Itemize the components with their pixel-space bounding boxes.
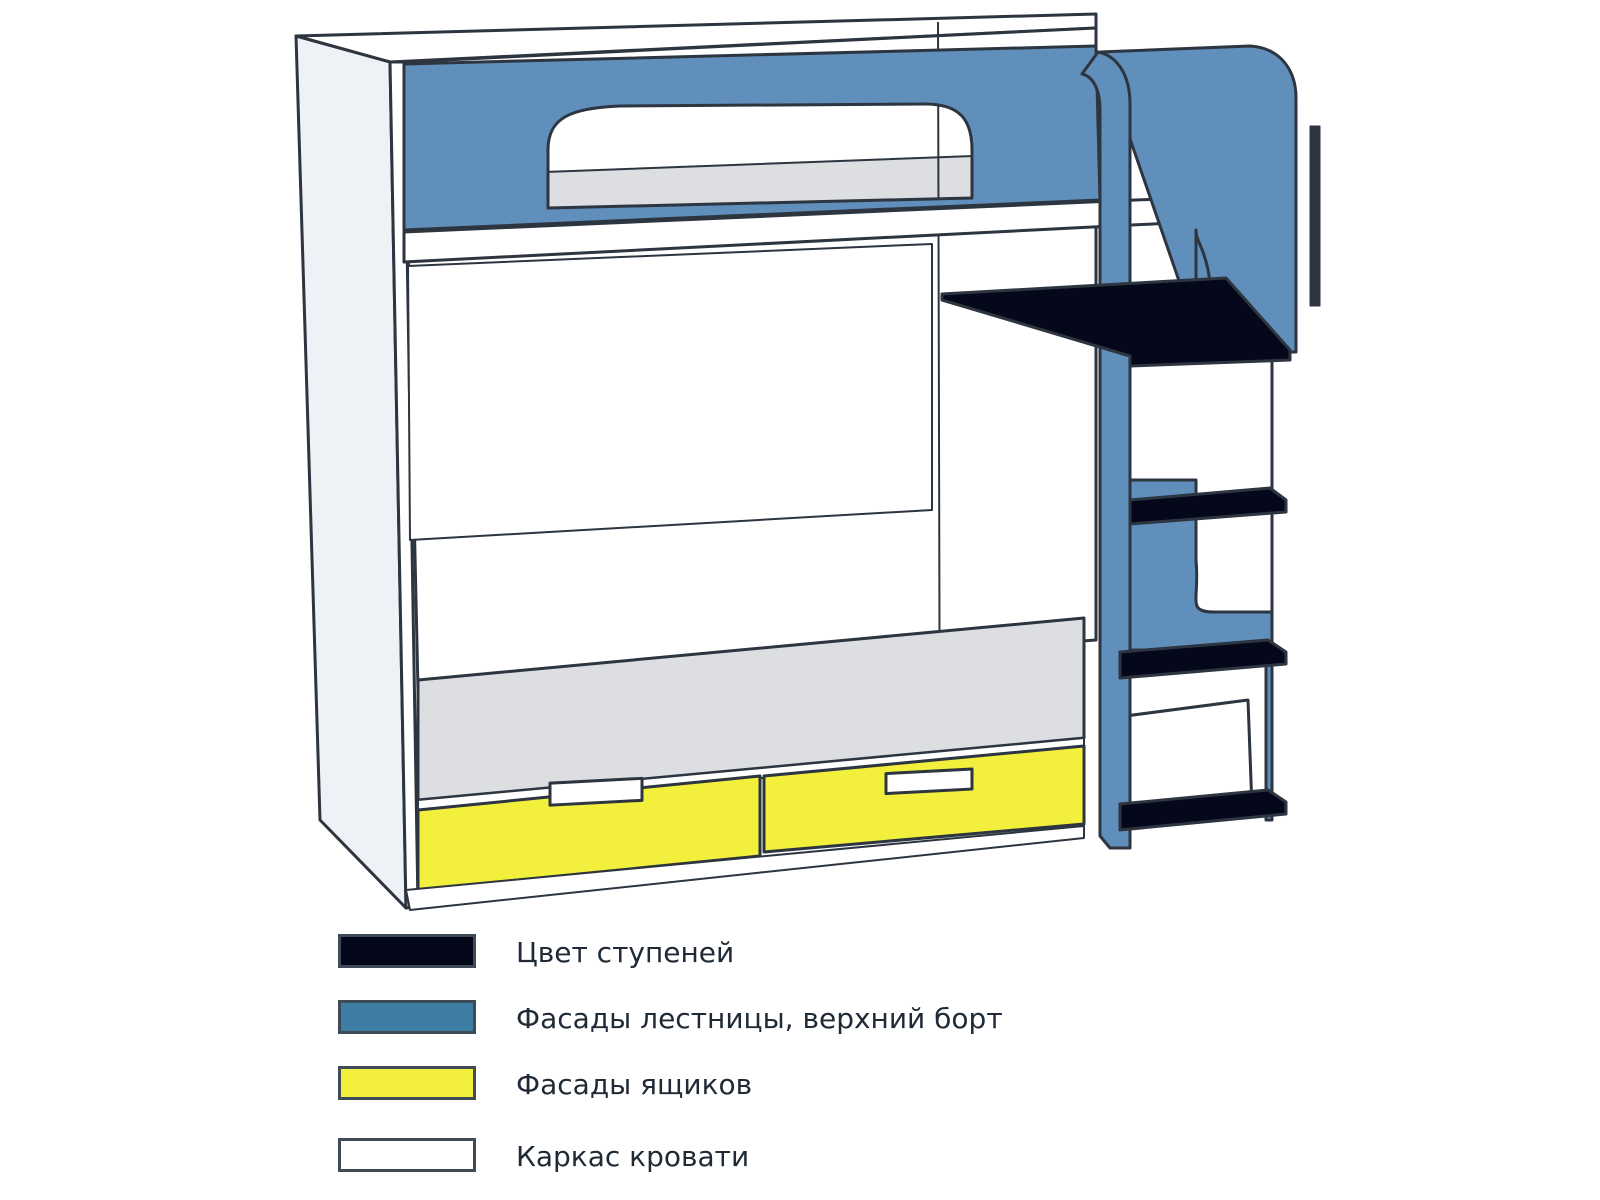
drawer-right-front xyxy=(762,744,1086,854)
upper-bunk-panel xyxy=(407,243,933,541)
legend-label-ladder: Фасады лестницы, верхний борт xyxy=(516,1002,1003,1035)
frame-left-side-panel xyxy=(294,34,408,910)
frame-bottom-plinth xyxy=(405,825,1085,911)
legend-item-ladder: Фасады лестницы, верхний борт xyxy=(338,996,1238,1046)
legend-label-frame: Каркас кровати xyxy=(516,1140,750,1173)
legend-label-steps: Цвет ступеней xyxy=(516,936,735,969)
legend-item-drawers: Фасады ящиков xyxy=(338,1062,1238,1112)
wall-hook xyxy=(1309,125,1321,307)
ladder-side-panel xyxy=(1098,44,1298,822)
ladder-step-2 xyxy=(1128,486,1288,526)
steps-color-swatch xyxy=(338,934,476,968)
ladder-step-3 xyxy=(1118,638,1288,680)
ladder-front-rail xyxy=(1080,50,1132,850)
legend-label-drawers: Фасады ящиков xyxy=(516,1068,753,1101)
ladder-color-swatch xyxy=(338,1000,476,1034)
drawers-color-swatch xyxy=(338,1066,476,1100)
legend-item-frame: Каркас кровати xyxy=(338,1134,1238,1184)
drawer-left-handle xyxy=(548,776,644,807)
bunk-bed-drawing xyxy=(294,12,1321,911)
legend-item-steps: Цвет ступеней xyxy=(338,930,1238,980)
ladder-step-bottom xyxy=(1118,788,1288,832)
drawer-right-handle xyxy=(884,767,974,796)
frame-color-swatch xyxy=(338,1138,476,1172)
ladder-step-top xyxy=(940,276,1292,368)
